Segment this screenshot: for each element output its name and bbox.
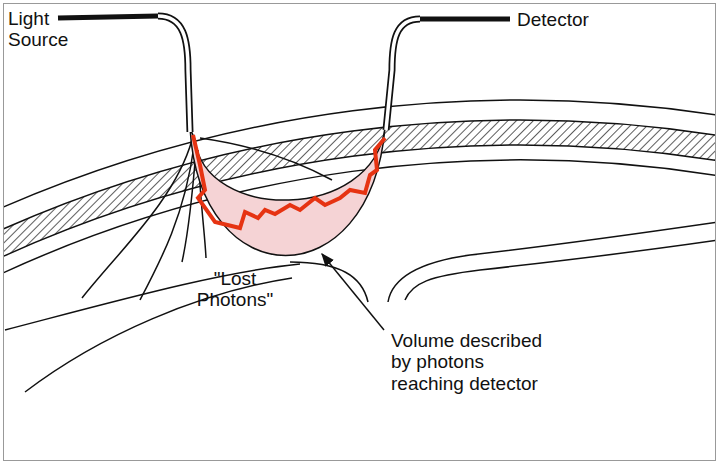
photon-path (193, 135, 385, 228)
source-cable (58, 16, 158, 18)
frame (4, 4, 716, 461)
sulcus-line (405, 240, 715, 300)
leader-arrow (322, 254, 384, 330)
source-fiber (158, 16, 190, 132)
brain-fold (5, 264, 300, 330)
detector-cable (420, 17, 510, 22)
source-fiber-core (158, 16, 190, 132)
source-label: Light Source (8, 8, 88, 51)
lost-photon-path (82, 140, 192, 298)
detector-fiber-core (386, 19, 420, 130)
sulcus-line (388, 222, 715, 302)
detector-label: Detector (517, 9, 637, 30)
detector-fiber (386, 19, 420, 130)
lost-photons-label: "Lost Photons" (183, 268, 287, 311)
photon-volume (190, 128, 385, 256)
lost-photon-path (200, 138, 332, 180)
lost-photon-path (182, 150, 196, 262)
lost-photon-path (140, 146, 194, 300)
volume-label: Volume described by photons reaching det… (391, 330, 547, 394)
